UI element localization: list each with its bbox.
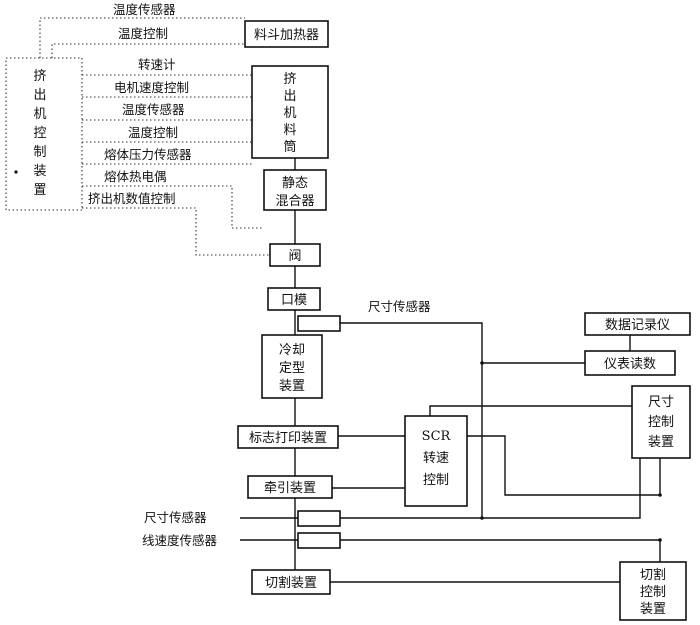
scr-line-2: 转速 <box>423 451 449 466</box>
signal-labels: 温度传感器 温度控制 转速计 电机速度控制 温度传感器 温度控制 熔体压力传感器… <box>88 2 431 548</box>
melt-thermocouple-line <box>82 185 264 229</box>
upper-size-sensor <box>297 315 341 332</box>
cut-control-line-2: 控制 <box>640 585 666 600</box>
extruder-controller-line-5: 制 <box>33 145 46 160</box>
label-melt-thermocouple: 熔体热电偶 <box>104 169 167 184</box>
size-control-line-3: 装置 <box>648 435 674 450</box>
die-label: 口模 <box>281 293 307 308</box>
static-mixer-line-2: 混合器 <box>275 194 314 209</box>
meter-readout-label: 仪表读数 <box>604 357 656 372</box>
numeric-control-line <box>82 207 270 256</box>
label-tachometer: 转速计 <box>138 57 176 72</box>
temp-control-top-line <box>51 43 245 58</box>
label-temp-sensor: 温度传感器 <box>122 102 185 117</box>
cooling-line-2: 定型 <box>279 361 305 376</box>
data-logger: 数据记录仪 <box>584 312 691 336</box>
cutter: 切割装置 <box>251 569 331 595</box>
static-mixer: 静态 混合器 <box>263 169 327 211</box>
lower-size-sensor <box>297 510 341 527</box>
cut-control: 切割 控制 装置 <box>619 561 687 621</box>
label-temp-control-top: 温度控制 <box>118 26 168 41</box>
label-size-sensor-lower: 尺寸传感器 <box>144 510 207 525</box>
cooling-line-1: 冷却 <box>279 343 305 358</box>
temp-sensor-top-line <box>39 17 245 58</box>
label-size-sensor-upper: 尺寸传感器 <box>368 299 431 314</box>
scr-speed-control: SCR 转速 控制 <box>404 415 468 507</box>
label-extruder-numeric-control: 挤出机数值控制 <box>88 191 176 206</box>
haul-off-label: 牵引装置 <box>264 481 316 496</box>
barrel-line-4: 料 <box>283 123 296 138</box>
barrel-line-1: 挤 <box>283 72 296 87</box>
barrel-line-5: 筒 <box>283 139 296 155</box>
extruder-controller-line-3: 机 <box>33 107 46 122</box>
extruder-controller-line-4: 控 <box>33 126 46 141</box>
die: 口模 <box>267 287 321 311</box>
extruder-controller-line-2: 出 <box>33 88 46 103</box>
label-melt-pressure-sensor: 熔体压力传感器 <box>104 147 192 162</box>
size-control-line-1: 尺寸 <box>648 395 674 410</box>
extruder-barrel: 挤 出 机 料 筒 <box>251 65 329 159</box>
barrel-line-3: 机 <box>283 106 296 121</box>
static-mixer-line-1: 静态 <box>282 176 308 191</box>
marking-printer-label: 标志打印装置 <box>249 431 327 446</box>
cut-control-line-1: 切割 <box>640 567 666 583</box>
extruder-controller-line-6: 装 <box>33 164 46 179</box>
scr-line-3: 控制 <box>423 473 449 488</box>
junction-dots <box>480 361 662 542</box>
scr-line-1: SCR <box>422 429 452 444</box>
hopper-heater-label: 料斗加热器 <box>254 28 319 43</box>
extruder-controller-line-7: 置 <box>33 183 46 198</box>
marking-printer: 标志打印装置 <box>237 425 339 449</box>
haul-off: 牵引装置 <box>247 475 333 499</box>
controller-signal-lines <box>39 17 270 256</box>
label-motor-speed-control: 电机速度控制 <box>114 80 189 95</box>
label-line-speed-sensor: 线速度传感器 <box>142 533 218 548</box>
cutter-label: 切割装置 <box>265 575 317 591</box>
valve-label: 阀 <box>288 249 301 264</box>
size-control-line-2: 控制 <box>648 415 674 430</box>
data-logger-label: 数据记录仪 <box>605 318 670 333</box>
cooling-sizing-unit: 冷却 定型 装置 <box>261 334 323 399</box>
meter-readout: 仪表读数 <box>584 350 676 376</box>
size-control: 尺寸 控制 装置 <box>631 385 691 459</box>
label-temp-sensor-top: 温度传感器 <box>113 2 176 17</box>
barrel-line-2: 出 <box>283 89 296 104</box>
cooling-line-3: 装置 <box>279 379 305 394</box>
valve: 阀 <box>269 243 321 267</box>
cut-control-line-3: 装置 <box>640 602 666 617</box>
extruder-controller: 挤 出 机 控 制 装 置 <box>5 57 83 211</box>
line-speed-sensor <box>297 532 341 549</box>
label-temp-control: 温度控制 <box>128 125 178 140</box>
extruder-controller-line-1: 挤 <box>33 69 46 84</box>
hopper-heater: 料斗加热器 <box>244 20 329 48</box>
